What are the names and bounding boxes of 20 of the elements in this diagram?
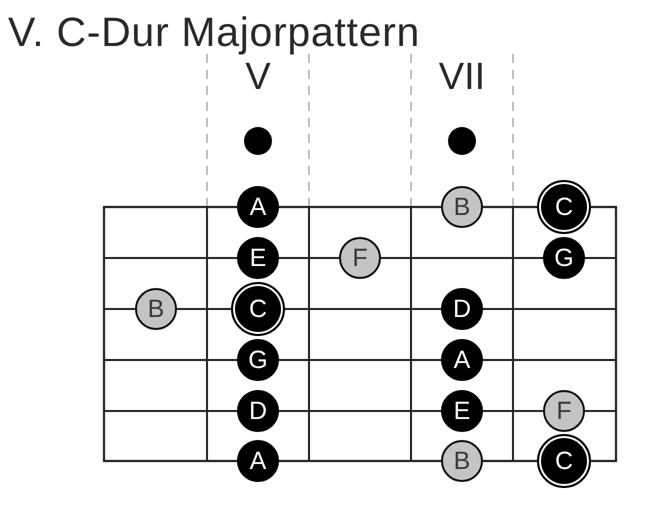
double-ring-note-circle: C	[537, 180, 591, 234]
fret-number: V	[245, 58, 271, 96]
note-circle: E	[237, 237, 279, 279]
double-ring-note-circle: C	[231, 282, 285, 336]
shaded-note-circle: F	[339, 237, 381, 279]
diagram-title: V. C-Dur Majorpattern	[8, 10, 420, 56]
note-circle: E	[441, 390, 483, 432]
note-circle: G	[237, 339, 279, 381]
note-circle: A	[237, 186, 279, 228]
fret-number: VII	[438, 58, 486, 96]
note-circle: D	[237, 390, 279, 432]
note-circle: A	[237, 440, 279, 482]
shaded-note-circle: F	[543, 390, 585, 432]
note-circle: A	[441, 339, 483, 381]
note-circle: D	[441, 288, 483, 330]
double-ring-note-circle: C	[537, 434, 591, 488]
shaded-note-circle: B	[441, 440, 483, 482]
note-circle: G	[543, 237, 585, 279]
shaded-note-circle: B	[441, 186, 483, 228]
shaded-note-circle: B	[135, 288, 177, 330]
